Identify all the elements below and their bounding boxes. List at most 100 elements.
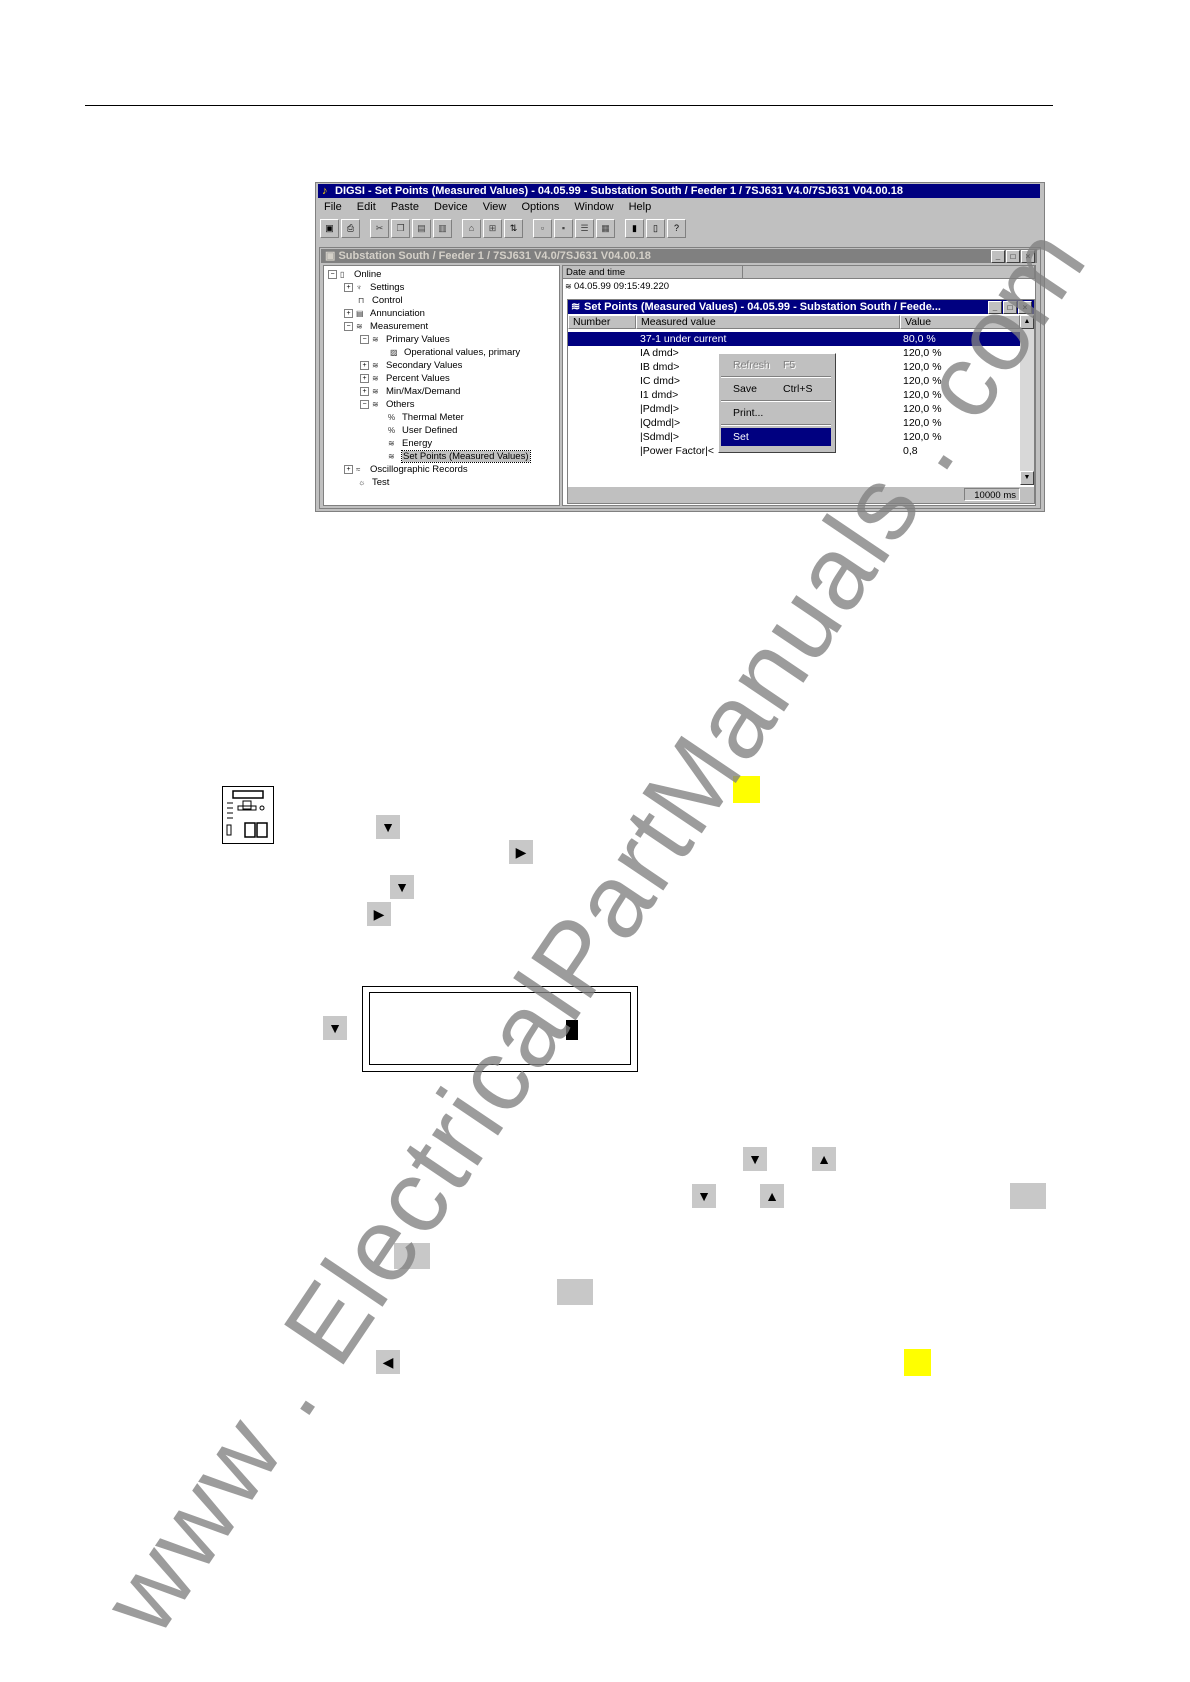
left-arrow-key[interactable]: ◀ xyxy=(376,1350,400,1374)
tree-item-control[interactable]: ⊓Control xyxy=(358,295,403,306)
offline-icon[interactable]: ▯ xyxy=(646,219,665,238)
table-row[interactable]: |Qdmd|>120,0 % xyxy=(640,417,942,429)
tree-item-test[interactable]: ☼Test xyxy=(358,477,390,488)
down-arrow-key[interactable]: ▼ xyxy=(743,1147,767,1171)
update-interval: 10000 ms xyxy=(964,488,1020,501)
menu-device[interactable]: Device xyxy=(434,201,468,213)
column-header-date-time[interactable]: Date and time xyxy=(563,266,743,279)
set-points-window: ≋ Set Points (Measured Values) - 04.05.9… xyxy=(567,299,1035,504)
date-time-row[interactable]: ≋ 04.05.99 09:15:49.220 xyxy=(565,281,670,292)
device-window: ▣ Substation South / Feeder 1 / 7SJ631 V… xyxy=(319,247,1041,509)
tree-item-set-points[interactable]: ≋Set Points (Measured Values) xyxy=(388,450,531,463)
tree-item-min-max-demand[interactable]: +≋Min/Max/Demand xyxy=(360,385,460,398)
online-icon[interactable]: ▮ xyxy=(625,219,644,238)
right-arrow-key[interactable]: ▶ xyxy=(509,840,533,864)
annunciation-icon: ▤ xyxy=(356,308,364,318)
large-icons-icon[interactable]: ▫ xyxy=(533,219,552,238)
tree-item-measurement[interactable]: −≋Measurement xyxy=(344,320,428,333)
maximize-button[interactable]: □ xyxy=(1006,250,1020,263)
menu-edit[interactable]: Edit xyxy=(356,201,376,213)
child-minimize-button[interactable]: _ xyxy=(988,301,1002,314)
up-arrow-key[interactable]: ▲ xyxy=(760,1184,784,1208)
measurement-icon: ≋ xyxy=(372,386,379,396)
tree-item-annunciation[interactable]: +▤Annunciation xyxy=(344,307,425,320)
column-number[interactable]: Number xyxy=(568,315,636,329)
table-row[interactable]: I1 dmd>120,0 % xyxy=(640,389,942,401)
tree-item-settings[interactable]: +♆Settings xyxy=(344,281,404,294)
small-icons-icon[interactable]: ▪ xyxy=(554,219,573,238)
close-button[interactable]: × xyxy=(1021,250,1035,263)
minimize-button[interactable]: _ xyxy=(991,250,1005,263)
right-arrow-key[interactable]: ▶ xyxy=(367,902,391,926)
table-row[interactable]: IC dmd>120,0 % xyxy=(640,375,942,387)
paste-icon[interactable]: ▤ xyxy=(412,219,431,238)
set-points-table: Number Measured value Value 37-1 under c… xyxy=(568,315,1020,485)
digsi-window: ♪ DIGSI - Set Points (Measured Values) - … xyxy=(315,182,1045,512)
blank-key[interactable] xyxy=(394,1243,430,1269)
vertical-scrollbar[interactable]: ▲ ▼ xyxy=(1020,315,1034,485)
child-maximize-button[interactable]: □ xyxy=(1003,301,1017,314)
set-points-icon: ≋ xyxy=(388,451,395,461)
copy-icon[interactable]: ❐ xyxy=(391,219,410,238)
save-icon[interactable]: ▣ xyxy=(320,219,339,238)
down-arrow-key[interactable]: ▼ xyxy=(376,815,400,839)
scroll-up-icon[interactable]: ▲ xyxy=(1020,315,1034,329)
measurement-icon: ≋ xyxy=(356,321,363,331)
tree-item-oscillographic-records[interactable]: +≈Oscillographic Records xyxy=(344,463,468,476)
app-title: DIGSI - Set Points (Measured Values) - 0… xyxy=(335,185,903,197)
highlight-marker xyxy=(904,1349,931,1376)
tree-item-others[interactable]: −≋Others xyxy=(360,398,415,411)
paste-special-icon[interactable]: ▥ xyxy=(433,219,452,238)
blank-key[interactable] xyxy=(557,1279,593,1305)
column-value[interactable]: Value xyxy=(900,315,1020,329)
table-row[interactable]: IA dmd>120,0 % xyxy=(640,347,942,359)
column-measured-value[interactable]: Measured value xyxy=(636,315,900,329)
scroll-down-icon[interactable]: ▼ xyxy=(1020,471,1034,485)
menu-file[interactable]: File xyxy=(324,201,342,213)
blank-key[interactable] xyxy=(1010,1183,1046,1209)
menu-window[interactable]: Window xyxy=(574,201,614,213)
down-arrow-key[interactable]: ▼ xyxy=(390,875,414,899)
menu-options[interactable]: Options xyxy=(521,201,560,213)
tree-item-thermal-meter[interactable]: %Thermal Meter xyxy=(388,412,464,423)
print-icon[interactable]: ⎙ xyxy=(341,219,360,238)
properties-icon[interactable]: ⊞ xyxy=(483,219,502,238)
menu-bar: File Edit Paste Device View Options Wind… xyxy=(318,199,657,215)
context-menu-print[interactable]: Print... xyxy=(733,407,764,419)
highlight-marker xyxy=(733,776,760,803)
transfer-icon[interactable]: ⇅ xyxy=(504,219,523,238)
down-arrow-key[interactable]: ▼ xyxy=(692,1184,716,1208)
tree-item-primary-values[interactable]: −≋Primary Values xyxy=(360,333,450,346)
table-row[interactable]: |Sdmd|>120,0 % xyxy=(640,431,942,443)
cut-icon[interactable]: ✂ xyxy=(370,219,389,238)
tree-item-secondary-values[interactable]: +≋Secondary Values xyxy=(360,359,462,372)
menu-view[interactable]: View xyxy=(482,201,507,213)
tree-item-energy[interactable]: ≋Energy xyxy=(388,438,433,449)
tree-item-user-defined[interactable]: %User Defined xyxy=(388,425,458,436)
set-points-window-icon: ≋ xyxy=(571,301,581,313)
details-icon[interactable]: ▦ xyxy=(596,219,615,238)
table-row[interactable]: |Pdmd|>120,0 % xyxy=(640,403,942,415)
tree-item-percent-values[interactable]: +≋Percent Values xyxy=(360,372,450,385)
device-icon[interactable]: ⌂ xyxy=(462,219,481,238)
menu-help[interactable]: Help xyxy=(628,201,652,213)
date-icon: ≋ xyxy=(565,282,574,291)
child-close-button[interactable]: × xyxy=(1018,301,1032,314)
toolbar: ▣ ⎙ ✂ ❐ ▤ ▥ ⌂ ⊞ ⇅ ▫ ▪ ☰ ▦ ▮ ▯ ? xyxy=(320,219,686,239)
menu-paste[interactable]: Paste xyxy=(390,201,419,213)
list-icon[interactable]: ☰ xyxy=(575,219,594,238)
table-row[interactable]: |Power Factor|<0,8 xyxy=(640,445,918,457)
lcd-cursor xyxy=(566,1020,578,1040)
up-arrow-key[interactable]: ▲ xyxy=(812,1147,836,1171)
table-row[interactable]: IB dmd>120,0 % xyxy=(640,361,942,373)
digsi-app-icon: ♪ xyxy=(322,185,328,197)
context-menu-set[interactable]: Set xyxy=(721,428,831,446)
tree-item-operational-values-primary[interactable]: ▨Operational values, primary xyxy=(390,347,521,358)
down-arrow-key[interactable]: ▼ xyxy=(323,1016,347,1040)
tree-item-online[interactable]: −▯Online xyxy=(328,268,381,281)
device-window-icon: ▣ xyxy=(325,250,336,262)
context-help-icon[interactable]: ? xyxy=(667,219,686,238)
